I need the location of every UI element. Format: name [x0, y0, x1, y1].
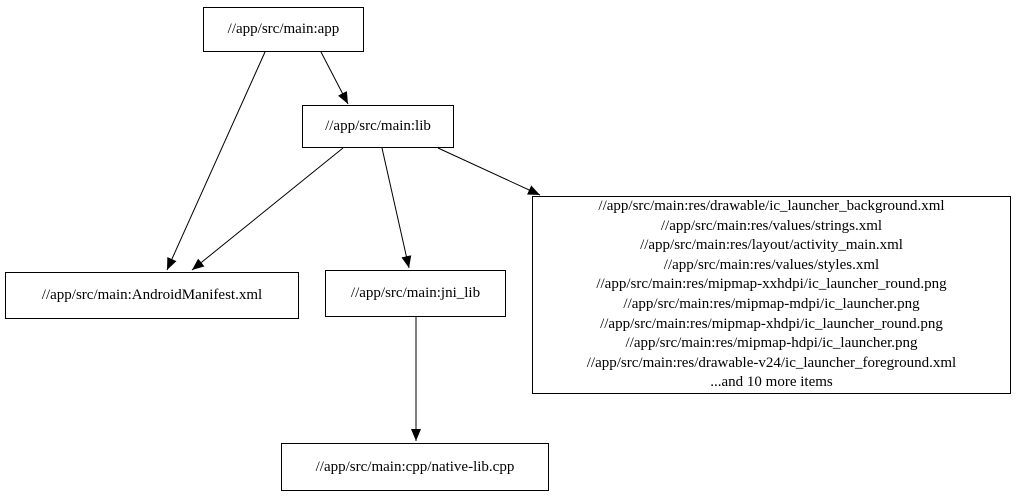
node-jni-lib: //app/src/main:jni_lib [325, 270, 506, 317]
res-file-line: //app/src/main:res/values/strings.xml [660, 217, 883, 234]
node-lib-label: //app/src/main:lib [325, 118, 431, 135]
res-file-line: //app/src/main:res/mipmap-mdpi/ic_launch… [623, 296, 920, 312]
node-lib: //app/src/main:lib [302, 105, 454, 148]
node-android-manifest-label: //app/src/main:AndroidManifest.xml [41, 287, 263, 304]
res-file-line: //app/src/main:res/values/styles.xml [663, 256, 880, 273]
node-app-label: //app/src/main:app [227, 21, 340, 38]
node-jni-lib-label: //app/src/main:jni_lib [350, 285, 481, 302]
res-file-line: //app/src/main:res/layout/activity_main.… [640, 237, 903, 254]
res-file-line: //app/src/main:res/mipmap-xhdpi/ic_launc… [600, 315, 943, 332]
edge-lib-to-res [437, 147, 541, 196]
edge-lib-to-manifest [191, 147, 344, 271]
edge-lib-to-jni-lib [381, 147, 412, 269]
edge-app-to-manifest [166, 51, 266, 271]
res-more-items-line: ...and 10 more items [710, 374, 833, 391]
edge-app-to-lib [320, 51, 349, 105]
node-native-lib-cpp-label: //app/src/main:cpp/native-lib.cpp [315, 458, 515, 475]
res-file-line: //app/src/main:res/drawable-v24/ic_launc… [586, 354, 957, 371]
node-app: //app/src/main:app [203, 7, 364, 52]
node-res-files: //app/src/main:res/drawable/ic_launcher_… [532, 196, 1011, 394]
node-native-lib-cpp: //app/src/main:cpp/native-lib.cpp [281, 443, 549, 491]
node-android-manifest: //app/src/main:AndroidManifest.xml [5, 272, 299, 319]
res-file-line: //app/src/main:res/mipmap-xxhdpi/ic_laun… [596, 276, 947, 293]
res-file-line: //app/src/main:res/mipmap-hdpi/ic_launch… [625, 335, 918, 352]
res-file-line: //app/src/main:res/drawable/ic_launcher_… [598, 198, 945, 215]
